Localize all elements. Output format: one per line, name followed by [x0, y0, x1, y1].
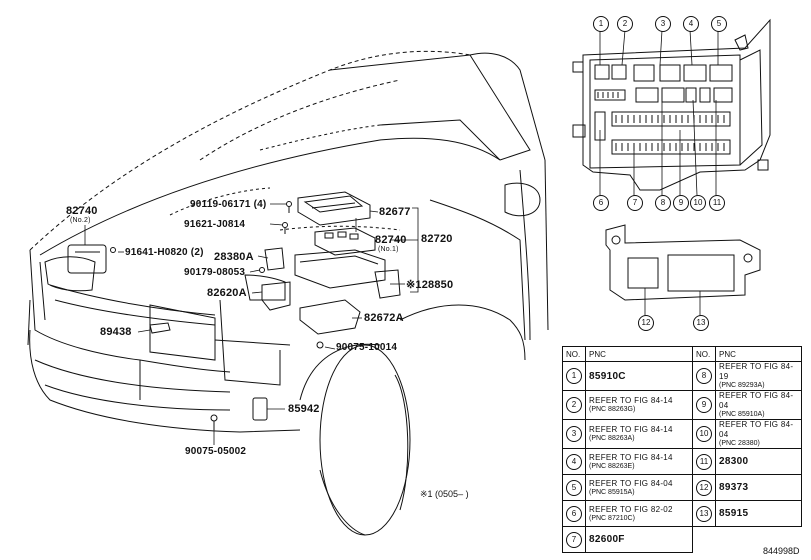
row-number: 1	[566, 368, 582, 384]
pnc-ref-sub: (PNC 89293A)	[719, 382, 765, 389]
row-number: 7	[566, 531, 582, 548]
callout-13: 13	[693, 315, 709, 331]
pnc-ref-sub: (PNC 87210C)	[589, 514, 635, 522]
row-number: 10	[696, 426, 712, 442]
part-label-82672a: 82672A	[364, 312, 404, 324]
pnc-value: 85915	[719, 508, 749, 519]
callout-9: 9	[673, 195, 689, 211]
part-label-no2-note: (No.2)	[70, 217, 91, 224]
part-label-89438: 89438	[100, 326, 132, 338]
pnc-ref: REFER TO FIG 84-04	[719, 420, 794, 439]
pnc-ref: REFER TO FIG 84-19	[719, 362, 794, 381]
relay-block-detail	[605, 224, 761, 315]
part-label-91621-j0814: 91621-J0814	[184, 219, 246, 230]
callout-8: 8	[655, 195, 671, 211]
header-no-2: NO.	[692, 346, 716, 362]
callout-7: 7	[627, 195, 643, 211]
part-label-90075-10014: 90075-10014	[336, 342, 398, 353]
table-header-row: NO. PNC NO. PNC	[562, 346, 802, 362]
pnc-ref-sub: (PNC 85910A)	[719, 411, 765, 418]
table-row: 2 REFER TO FIG 84-14(PNC 88263G) 9 REFER…	[562, 390, 802, 420]
footnote: ※1 (0505– )	[420, 489, 469, 499]
leader-lines	[84, 203, 419, 445]
callout-3: 3	[655, 16, 671, 32]
row-number: 5	[566, 479, 582, 496]
row-number: 8	[696, 368, 712, 384]
pnc-reference-table: NO. PNC NO. PNC 1 85910C 8 REFER TO FIG …	[562, 346, 802, 553]
row-number: 13	[696, 505, 712, 522]
table-row: 1 85910C 8 REFER TO FIG 84-19(PNC 89293A…	[562, 361, 802, 391]
table-row: 7 82600F	[562, 526, 802, 553]
row-number: 11	[696, 453, 712, 470]
header-pnc-2: PNC	[715, 346, 802, 362]
pnc-ref: REFER TO FIG 84-14	[589, 452, 673, 462]
row-number: 2	[566, 397, 582, 413]
part-label-85942: 85942	[288, 403, 320, 415]
pnc-value: 89373	[719, 482, 749, 493]
row-number: 3	[566, 426, 582, 442]
callout-2: 2	[617, 16, 633, 32]
table-row: 6 REFER TO FIG 82-02(PNC 87210C) 13 8591…	[562, 500, 802, 527]
part-label-82677: 82677	[379, 206, 411, 218]
table-row: 5 REFER TO FIG 84-04(PNC 85915A) 12 8937…	[562, 474, 802, 501]
callout-12: 12	[638, 315, 654, 331]
part-label-82740-no2: 82740	[66, 205, 98, 217]
fusebox-detail	[572, 18, 771, 196]
part-label-no1-note: (No.1)	[378, 246, 399, 253]
pnc-value: 82600F	[589, 534, 625, 545]
pnc-ref-sub: (PNC 88263A)	[589, 435, 635, 442]
row-number: 12	[696, 479, 712, 496]
part-label-128850: ※128850	[406, 279, 454, 291]
callout-10: 10	[690, 195, 706, 211]
pnc-value: 85910C	[589, 370, 626, 382]
row-number: 6	[566, 505, 582, 522]
pnc-ref: REFER TO FIG 84-14	[589, 396, 673, 405]
part-label-91641-h0820: 91641-H0820 (2)	[125, 247, 204, 258]
vehicle-front-illustration	[27, 50, 549, 536]
callout-6: 6	[593, 195, 609, 211]
diagram-id: 844998D	[763, 546, 800, 556]
pnc-ref-sub: (PNC 88263G)	[589, 406, 636, 413]
pnc-ref: REFER TO FIG 84-14	[589, 425, 673, 434]
pnc-ref-sub: (PNC 28380)	[719, 440, 760, 447]
part-label-90119-06171: 90119-06171 (4)	[190, 199, 267, 210]
table-row: 4 REFER TO FIG 84-14(PNC 88263E) 11 2830…	[562, 448, 802, 475]
callout-4: 4	[683, 16, 699, 32]
part-label-90179-08053: 90179-08053	[184, 267, 246, 278]
part-label-82740-no1: 82740	[375, 234, 407, 246]
row-number: 4	[566, 453, 582, 470]
table-row: 3 REFER TO FIG 84-14(PNC 88263A) 10 REFE…	[562, 419, 802, 449]
pnc-value: 28300	[719, 456, 749, 467]
callout-5: 5	[711, 16, 727, 32]
part-label-82620a: 82620A	[207, 287, 247, 299]
pnc-ref: REFER TO FIG 82-02	[589, 504, 673, 514]
pnc-ref: REFER TO FIG 84-04	[719, 391, 794, 410]
header-no: NO.	[562, 346, 586, 362]
pnc-ref: REFER TO FIG 84-04	[589, 478, 673, 488]
part-label-90075-05002: 90075-05002	[185, 446, 247, 457]
pnc-ref-sub: (PNC 88263E)	[589, 462, 635, 470]
pnc-ref-sub: (PNC 85915A)	[589, 488, 635, 496]
part-label-28380a: 28380A	[214, 251, 254, 263]
part-label-82720: 82720	[421, 233, 453, 245]
header-pnc: PNC	[585, 346, 693, 362]
fusebox-parts	[67, 191, 401, 430]
row-number: 9	[696, 397, 712, 413]
callout-1: 1	[593, 16, 609, 32]
callout-11: 11	[709, 195, 725, 211]
